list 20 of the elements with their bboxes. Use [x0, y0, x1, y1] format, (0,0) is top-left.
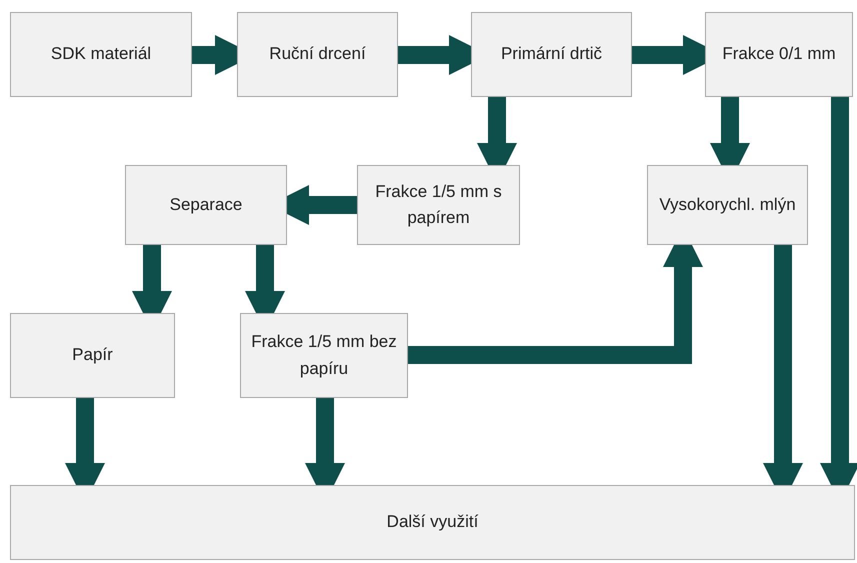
process-box	[125, 165, 287, 245]
process-box	[471, 12, 632, 97]
process-box	[240, 313, 408, 398]
box-label: Papír	[72, 344, 113, 366]
process-box	[10, 485, 855, 560]
process-box	[647, 165, 808, 245]
box-label: Ruční drcení	[269, 43, 366, 66]
box-label: Primární drtič	[500, 43, 602, 66]
process-box	[357, 165, 520, 245]
process-box	[237, 12, 398, 97]
process-box	[10, 313, 175, 398]
box-label: Vysokorychl. mlýn	[659, 194, 796, 216]
process-box	[705, 12, 853, 97]
box-label: Frakce 1/5 mm s papírem	[374, 180, 503, 229]
box-label: Další využití	[386, 511, 478, 534]
box-label: Separace	[170, 194, 242, 216]
box-label: Frakce 1/5 mm bez papíru	[250, 331, 398, 380]
box-label: Frakce 0/1 mm	[722, 43, 836, 66]
box-label: SDK materiál	[50, 43, 152, 66]
process-box	[10, 12, 192, 97]
